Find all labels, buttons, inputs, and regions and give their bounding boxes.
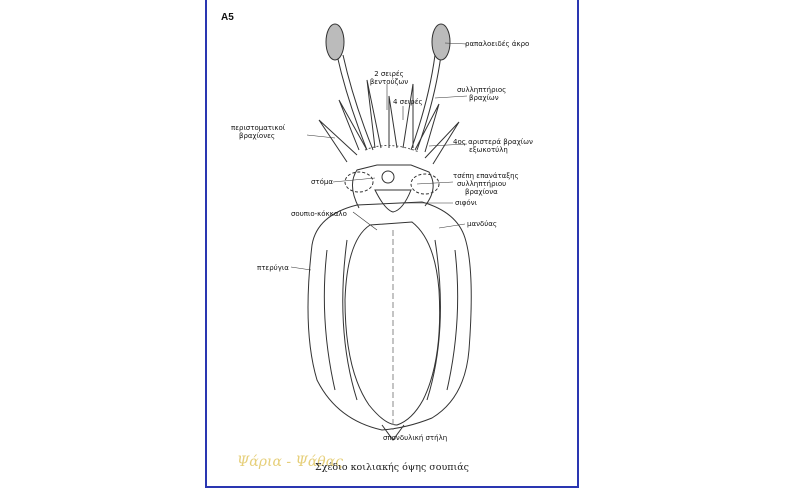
label-spinal: σπονδυλική στήλη: [383, 434, 448, 442]
mantle-outline: [307, 201, 472, 431]
label-two-rows-2: βεντούζων: [369, 78, 409, 86]
label-mouth: στόμα: [311, 178, 334, 186]
label-hectocotylus-1: 4ος αριστερά βραχίων: [453, 138, 533, 146]
left-eye: [344, 171, 374, 193]
label-peristomal-2: βραχίονες: [239, 132, 276, 140]
cuttlefish-drawing: [290, 23, 472, 441]
diagram-caption: Σχέδιο κοιλιακής όψης σουπιάς: [315, 462, 469, 473]
label-pocket-3: βραχίονα: [465, 188, 498, 196]
label-four-rows: 4 σειρές: [393, 98, 423, 106]
label-siphon: σιφόνι: [455, 199, 477, 207]
corner-label: A5: [221, 12, 234, 23]
label-hectocotylus-2: εξωκοτύλη: [469, 146, 508, 154]
diagram-frame: A5: [205, 0, 579, 488]
label-fins: πτερύγια: [257, 264, 289, 272]
label-two-rows-1: 2 σειρές: [374, 70, 404, 78]
label-tentacle-1: συλληπτήριος: [457, 86, 507, 94]
siphon: [374, 189, 412, 213]
mouth: [381, 170, 395, 184]
label-peristomal-1: περιστοματικοί: [231, 124, 286, 132]
label-club-tip: ραπαλοειδές άκρο: [465, 40, 530, 48]
watermark: Ψάρια - Ψάθας: [237, 454, 343, 470]
label-mantle: μανδύας: [467, 220, 498, 228]
head-outline: [352, 164, 434, 209]
label-pocket-2: συλληπτήριου: [457, 180, 507, 188]
right-eye: [410, 173, 440, 195]
label-cuttlebone: σουπιο-κόκκαλο: [291, 210, 347, 218]
cuttlebone-outline: [344, 221, 441, 426]
label-tentacle-2: βραχίων: [469, 94, 499, 102]
left-club: [325, 23, 345, 61]
left-tentacle: [336, 54, 368, 151]
right-tentacle: [410, 54, 436, 151]
label-pocket-1: τσέπη επανάταξης: [453, 172, 519, 180]
right-club: [431, 23, 451, 61]
